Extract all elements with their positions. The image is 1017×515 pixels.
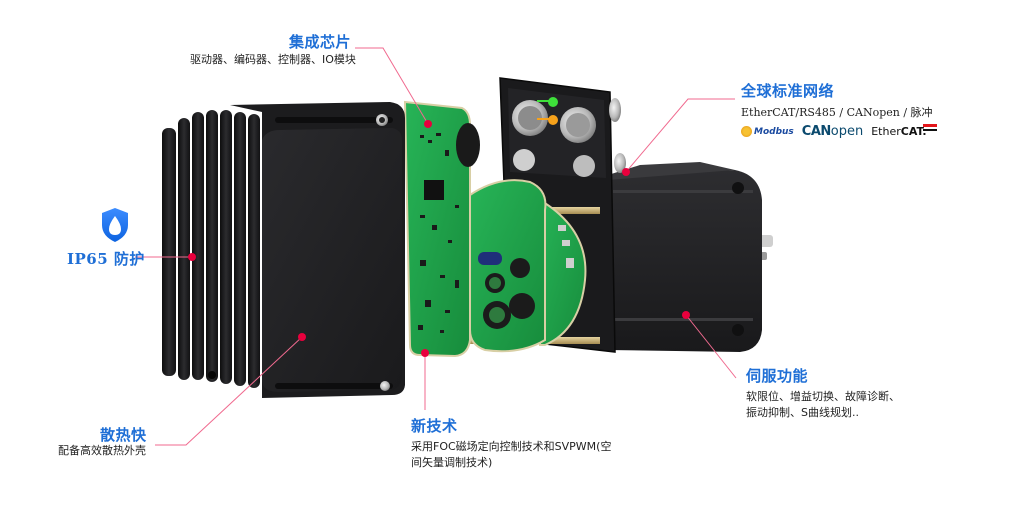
feature-integrated-chip: 集成芯片: [289, 31, 351, 52]
feature-ip65: IP65 防护: [67, 248, 145, 269]
power-pcb: [469, 179, 547, 353]
feature-heat-dissipation: 散热快: [100, 424, 147, 445]
modbus-gear-icon: [741, 126, 752, 137]
canopen-logo: CANopen: [801, 124, 864, 139]
heatsink-housing: [162, 102, 405, 398]
protocol-logos: Modbus CANopen EtherCAT.: [741, 124, 937, 139]
feature-title: IP65 防护: [67, 250, 145, 268]
feature-global-network: 全球标准网络 EtherCAT/RS485 / CANopen / 脉冲: [741, 80, 933, 121]
feature-description: 软限位、增益切换、故障诊断、 振动抑制、S曲线规划..: [746, 390, 900, 419]
round-pcb-back: [539, 198, 587, 346]
feature-description: 配备高效散热外壳: [58, 444, 146, 457]
pointer-dots: [188, 120, 690, 357]
feature-title: 集成芯片: [289, 33, 352, 51]
modbus-logo: Modbus: [741, 126, 794, 137]
water-shield-icon: [102, 208, 128, 242]
feature-title: 全球标准网络: [741, 82, 835, 100]
ethercat-arrow-icon: [922, 124, 937, 127]
feature-description: EtherCAT/RS485 / CANopen / 脉冲: [741, 106, 933, 119]
feature-description: 采用FOC磁场定向控制技术和SVPWM(空 间矢量调制技术): [411, 440, 612, 469]
feature-title: 散热快: [100, 426, 147, 444]
control-pcb: [403, 100, 480, 358]
feature-title: 伺服功能: [746, 367, 809, 385]
feature-description: 驱动器、编码器、控制器、IO模块: [190, 53, 356, 66]
servo-motor-body: [608, 162, 773, 352]
feature-title: 新技术: [411, 417, 458, 435]
feature-servo-functions: 伺服功能 软限位、增益切换、故障诊断、 振动抑制、S曲线规划..: [746, 365, 900, 421]
pointer-lines: [135, 47, 737, 446]
ethercat-logo: EtherCAT.: [871, 124, 937, 138]
feature-new-technology: 新技术 采用FOC磁场定向控制技术和SVPWM(空 间矢量调制技术): [411, 415, 611, 471]
